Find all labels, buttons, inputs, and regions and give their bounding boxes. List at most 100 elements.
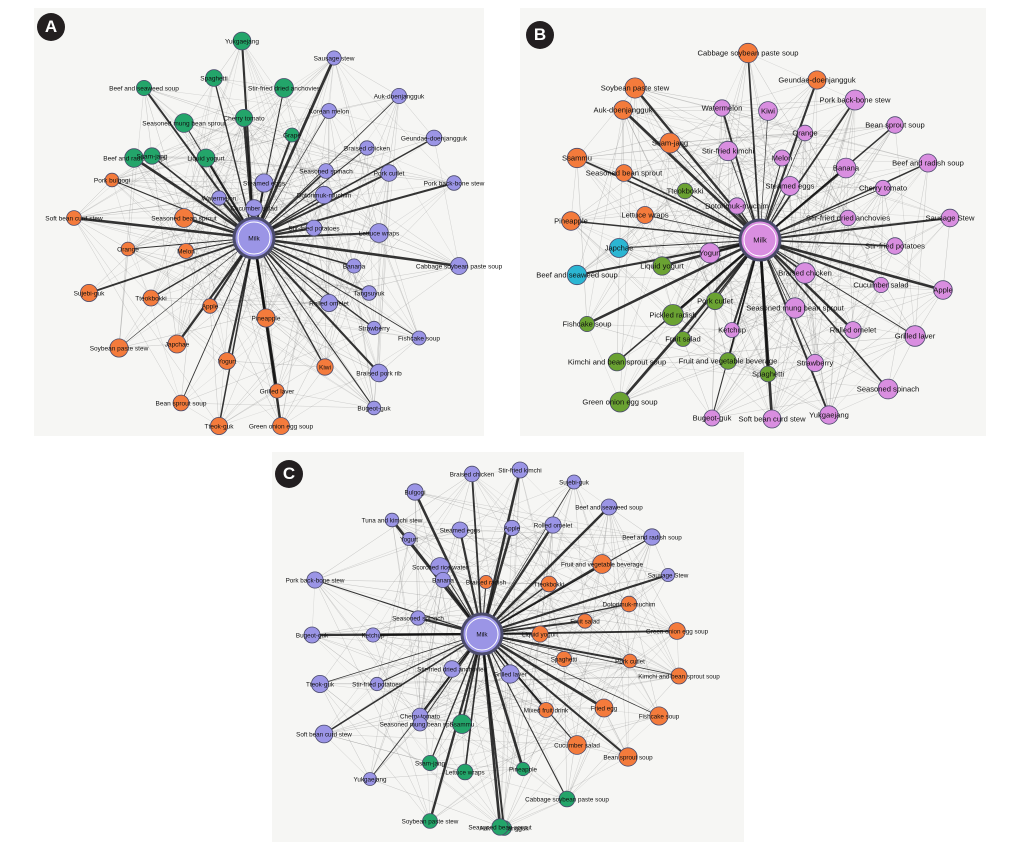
node-label: Soybean paste stew bbox=[601, 84, 670, 93]
network-edge bbox=[323, 733, 466, 773]
node-geundae-doenjangguk: Geundae-doenjangguk bbox=[778, 70, 856, 90]
hub-edge bbox=[253, 147, 368, 239]
node-circle bbox=[303, 626, 321, 644]
node-circle bbox=[346, 258, 362, 274]
node-milk: Milk bbox=[232, 216, 276, 260]
node-orange: Orange bbox=[117, 241, 139, 257]
node-circle bbox=[872, 276, 889, 293]
network-edge bbox=[73, 87, 285, 219]
network-edge bbox=[253, 182, 455, 209]
node-label: Soft bean curd stew bbox=[45, 216, 103, 223]
network-edge bbox=[311, 634, 547, 711]
node-label: Auk-doenjangguk bbox=[374, 94, 425, 101]
node-label: Dotorimuk-muchim bbox=[297, 193, 352, 200]
network-edge bbox=[328, 110, 390, 174]
node-circle bbox=[314, 724, 334, 744]
node-label: Mixed fruit drink bbox=[524, 708, 569, 715]
network-edge bbox=[414, 491, 669, 576]
node-circle bbox=[538, 702, 554, 718]
node-label: Seasoned mung bean sprout bbox=[142, 121, 226, 128]
network-edge bbox=[622, 109, 625, 174]
network-edge bbox=[661, 265, 796, 309]
node-label: Stir-fried potatoes bbox=[352, 682, 402, 689]
node-circle bbox=[269, 383, 285, 399]
node-label: Seasoned spinach bbox=[392, 616, 444, 623]
node-circle bbox=[675, 331, 691, 347]
network-edge bbox=[127, 248, 326, 368]
hub-edge bbox=[133, 156, 255, 240]
network-edge bbox=[573, 481, 603, 565]
node-circle bbox=[202, 298, 218, 314]
node-soybean-paste-stew: Soybean paste stew bbox=[402, 813, 459, 829]
network-edge bbox=[584, 563, 603, 622]
network-edge bbox=[314, 481, 575, 581]
node-circle bbox=[728, 197, 746, 215]
network-edge bbox=[608, 506, 680, 677]
network-edge bbox=[586, 323, 769, 375]
network-edge bbox=[628, 536, 653, 605]
node-soft-bean-curd-stew: Soft bean curd stew bbox=[738, 409, 806, 429]
network-edge bbox=[721, 107, 896, 247]
network-edge bbox=[511, 527, 629, 758]
node-lettuce-wraps: Lettuce wraps bbox=[359, 223, 400, 243]
network-edge bbox=[608, 506, 678, 632]
node-label: Watermelon bbox=[702, 104, 743, 113]
node-sausage-stew: Sausage stew bbox=[314, 50, 355, 66]
network-edge bbox=[398, 95, 435, 139]
node-circle bbox=[592, 554, 612, 574]
node-yukgaejang: Yukgaejang bbox=[225, 31, 259, 51]
node-label: Bugeot-guk bbox=[296, 633, 329, 640]
network-edge bbox=[736, 79, 818, 207]
network-edge bbox=[118, 87, 145, 349]
node-circle bbox=[306, 571, 324, 589]
node-steamed-eggs: Steamed eggs bbox=[440, 521, 480, 539]
node-spaghetti: Spaghetti bbox=[752, 365, 784, 383]
node-label: Yukgaejang bbox=[809, 411, 849, 420]
network-edge bbox=[629, 660, 660, 717]
network-edge bbox=[563, 658, 660, 717]
node-label: Tteokbokki bbox=[534, 582, 564, 589]
node-stir-fried-dried-anchovies: Stir-fried dried anchovies bbox=[806, 209, 890, 227]
node-circle bbox=[515, 761, 531, 777]
node-label: Cucumber salad bbox=[853, 281, 908, 290]
node-circle bbox=[218, 352, 236, 370]
network-edge bbox=[485, 581, 547, 711]
node-cherry-tomato: Cherry tomato bbox=[859, 179, 907, 197]
node-circle bbox=[676, 182, 694, 200]
node-label: Rolled omelet bbox=[309, 301, 349, 308]
node-tteokbokki: Tteokbokki bbox=[534, 575, 564, 593]
network-edge bbox=[324, 110, 330, 368]
node-pineapple: Pineapple bbox=[554, 211, 588, 231]
node-circle bbox=[425, 129, 443, 147]
network-edge bbox=[429, 715, 660, 764]
node-label: Fruit and vegetable beverage bbox=[679, 357, 778, 366]
network-edge bbox=[183, 122, 455, 184]
node-circle bbox=[234, 109, 253, 128]
node-label: Yogurt bbox=[400, 537, 418, 544]
hub-edge bbox=[759, 239, 830, 416]
network-edge bbox=[417, 617, 453, 670]
hub-edge bbox=[253, 237, 380, 374]
network-edge bbox=[672, 52, 749, 316]
hub-edge bbox=[480, 633, 502, 828]
node-circle bbox=[401, 532, 416, 547]
network-edge bbox=[628, 603, 680, 677]
node-label: Grilled laver bbox=[895, 332, 936, 341]
hub-edge bbox=[570, 220, 761, 241]
node-stir-fried-potatoes: Stir-fried potatoes bbox=[352, 676, 402, 692]
node-sujebi-guk: Sujebi-guk bbox=[74, 283, 105, 302]
node-circle bbox=[703, 409, 721, 427]
network-edge bbox=[118, 182, 265, 349]
network-edge bbox=[519, 469, 678, 632]
network-edge bbox=[205, 110, 330, 159]
network-edge bbox=[176, 40, 243, 345]
network-edge bbox=[894, 124, 916, 337]
network-edge bbox=[709, 252, 773, 420]
node-ssammu: Ssammu bbox=[562, 147, 592, 169]
node-ssam-jang: Ssam-jang bbox=[415, 754, 446, 771]
network-edge bbox=[619, 252, 711, 403]
node-label: Grape bbox=[283, 133, 301, 140]
network-edge bbox=[442, 579, 629, 758]
